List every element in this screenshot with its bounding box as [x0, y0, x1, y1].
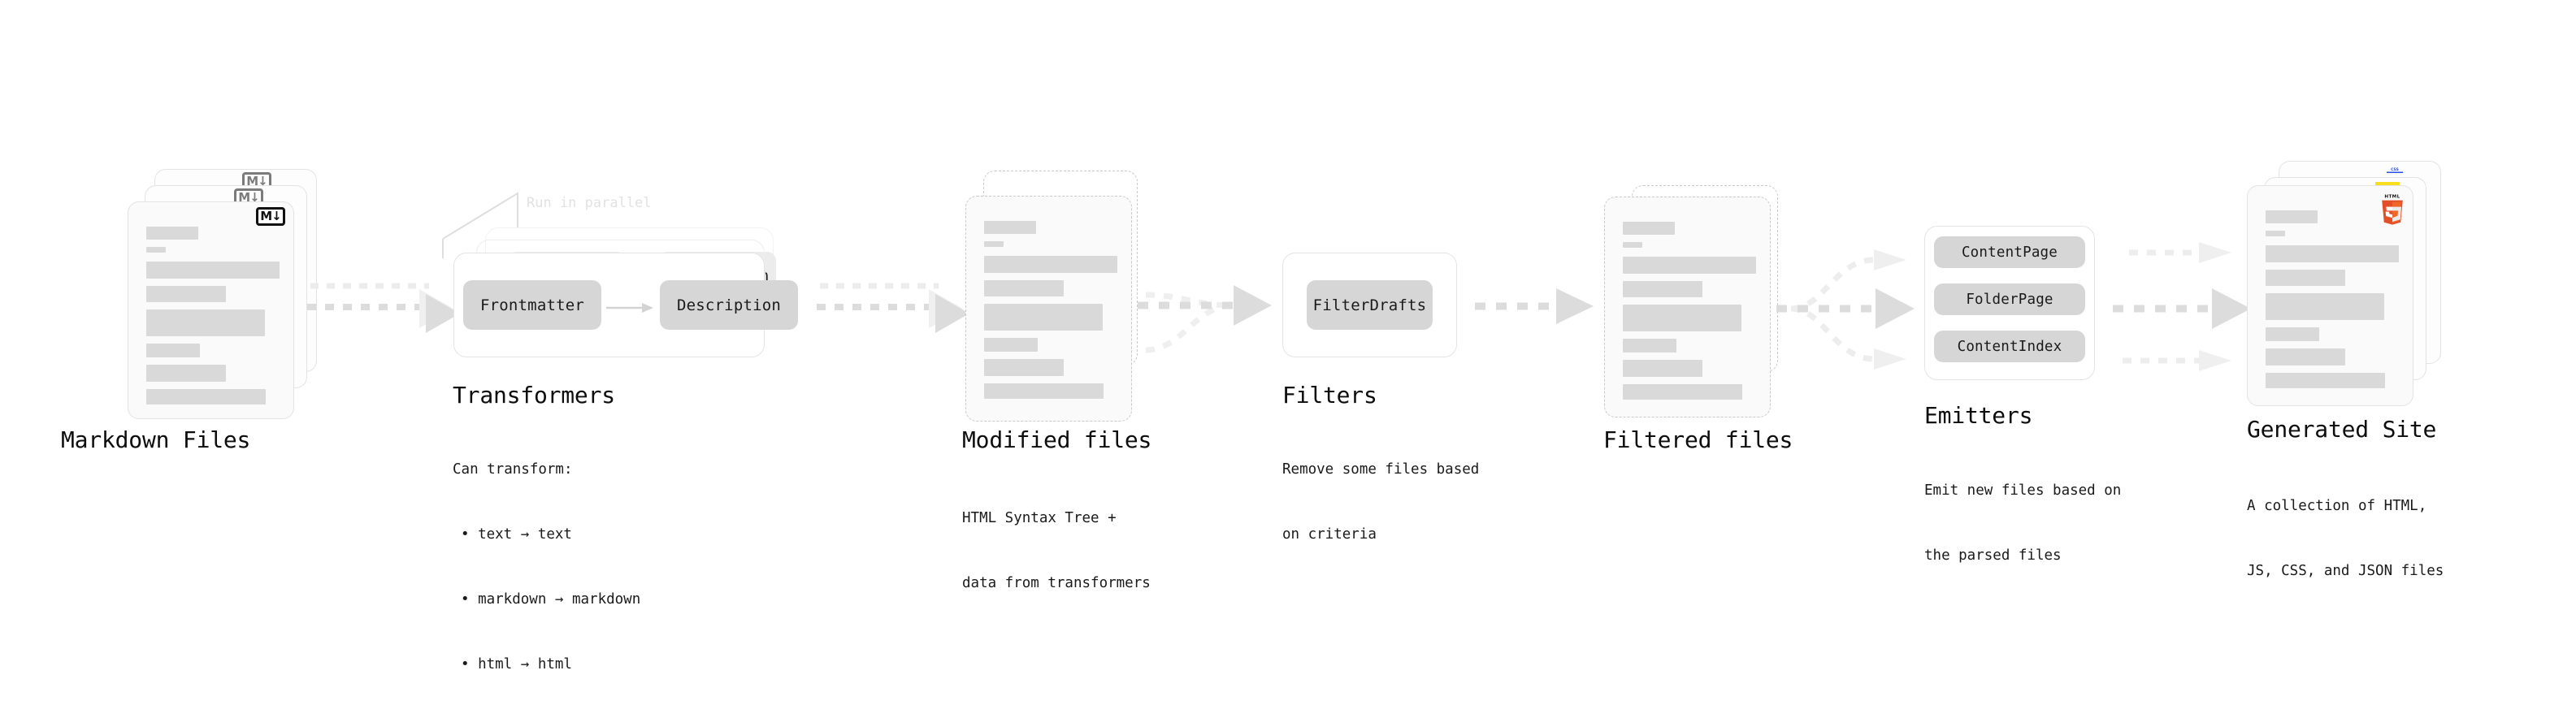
modified-files-title: Modified files: [962, 426, 1152, 453]
arrow-filters-to-filtered-files: [1475, 288, 1594, 324]
generated-site-subtitle: A collection of HTML, JS, CSS, and JSON …: [2247, 452, 2444, 625]
generated-site-title: Generated Site: [2247, 416, 2437, 443]
filtered-files-title: Filtered files: [1603, 426, 1793, 453]
transformers-subtitle-line-0: Can transform:: [453, 461, 573, 478]
filters-pill-filterdrafts[interactable]: FilterDrafts: [1307, 280, 1433, 330]
filters-title: Filters: [1282, 382, 1377, 409]
emitters-title: Emitters: [1924, 402, 2033, 429]
run-in-parallel-connector: [442, 192, 518, 258]
filtered-file-placeholder-lines: [1623, 222, 1756, 407]
css3-badge: CSS: [2387, 167, 2403, 173]
transformer-pill-description[interactable]: Description: [660, 280, 798, 330]
modified-files-subtitle: HTML Syntax Tree + data from transformer…: [962, 465, 1151, 638]
arrow-transformers-to-modified-files: [817, 283, 969, 333]
transformer-pill-frontmatter[interactable]: Frontmatter: [463, 280, 601, 330]
filtered-file-card-front: [1604, 197, 1771, 417]
emitters-subtitle-line-0: Emit new files based on: [1924, 482, 2122, 500]
transformer-inner-arrow-main: [606, 303, 653, 313]
emitters-pill-folderpage[interactable]: FolderPage: [1934, 283, 2085, 315]
emitters-subtitle: Emit new files based on the parsed files: [1924, 437, 2121, 610]
filters-subtitle-line-0: Remove some files based: [1282, 461, 1480, 478]
svg-text:HTML: HTML: [2384, 194, 2400, 199]
markdown-file-placeholder-lines: [146, 227, 280, 412]
generated-site-subtitle-line-1: JS, CSS, and JSON files: [2247, 562, 2444, 579]
diagram-canvas: M↓ M↓ M↓ Markdown Files: [61, 161, 2444, 673]
emitters-subtitle-line-1: the parsed files: [1924, 547, 2062, 564]
arrow-emitters-to-generated-site: [2113, 242, 2251, 371]
generated-file-card-front: [2247, 185, 2413, 406]
arrow-modified-files-to-filters: [1138, 285, 1272, 353]
svg-text:CSS: CSS: [2391, 167, 2399, 172]
markdown-badge-front: M↓: [256, 207, 285, 226]
generated-file-placeholder-lines: [2266, 210, 2399, 396]
transformers-title: Transformers: [453, 382, 615, 409]
emitters-pill-contentpage[interactable]: ContentPage: [1934, 236, 2085, 268]
modified-files-subtitle-line-1: data from transformers: [962, 574, 1151, 591]
markdown-files-title: Markdown Files: [61, 426, 251, 453]
run-in-parallel-label: Run in parallel: [527, 195, 652, 211]
modified-file-placeholder-lines: [984, 221, 1117, 406]
transformers-subtitle-line-1: • text → text: [461, 526, 572, 543]
emitters-pill-contentindex[interactable]: ContentIndex: [1934, 331, 2085, 362]
html5-icon: HTML: [2382, 194, 2403, 225]
transformers-subtitle: Can transform: • text → text • markdown …: [453, 416, 640, 718]
generated-site-subtitle-line-0: A collection of HTML,: [2247, 498, 2427, 515]
arrow-filtered-files-to-emitters: [1776, 249, 1915, 370]
markdown-file-card-front: [128, 201, 294, 419]
filters-subtitle-line-1: on criteria: [1282, 526, 1377, 543]
modified-file-card-front: [965, 196, 1132, 422]
transformers-subtitle-line-2: • markdown → markdown: [461, 590, 641, 608]
filters-subtitle: Remove some files based on criteria: [1282, 416, 1479, 589]
arrow-markdown-to-transformers: [307, 283, 460, 333]
transformers-subtitle-line-3: • html → html: [461, 655, 572, 673]
modified-files-subtitle-line-0: HTML Syntax Tree +: [962, 510, 1117, 527]
